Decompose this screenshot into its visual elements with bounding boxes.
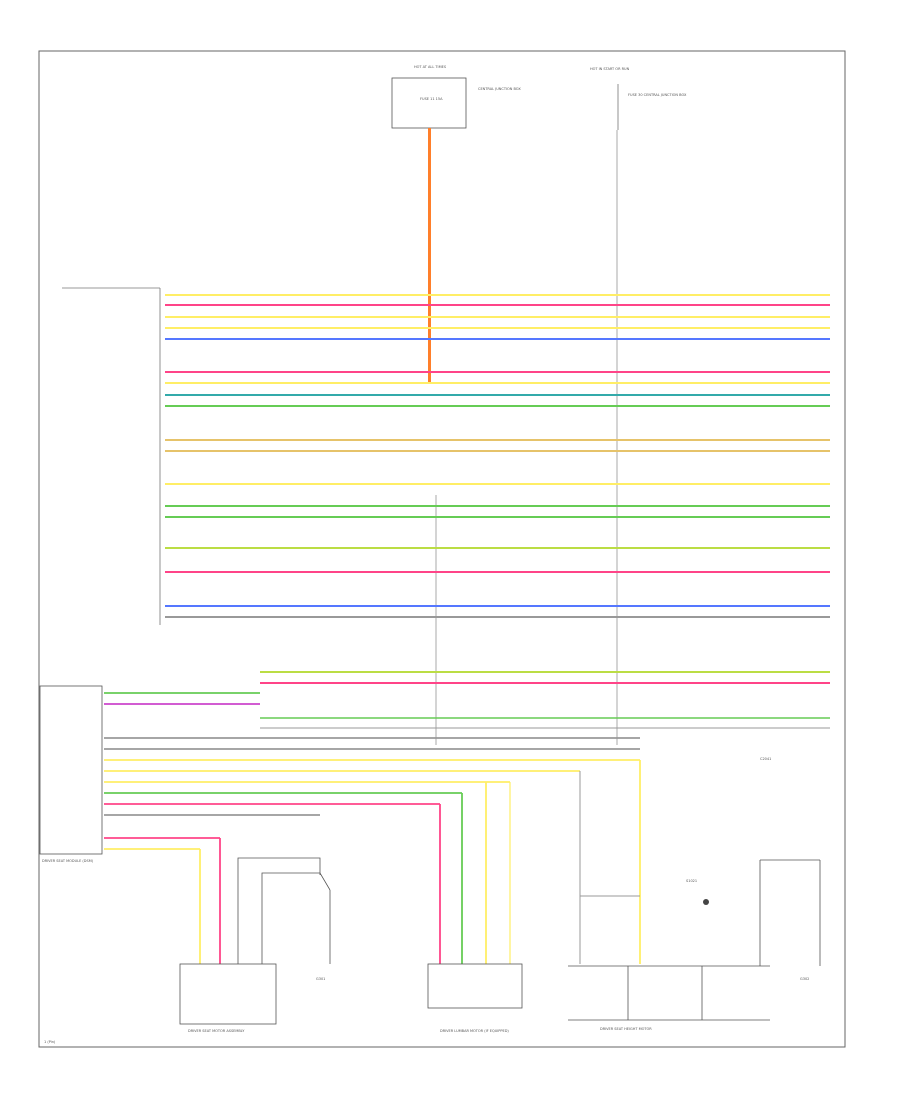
fuse-box: HOT AT ALL TIMES FUSE 11 15A CENTRAL JUN… xyxy=(391,65,521,129)
splice-label: S1021 xyxy=(686,879,697,883)
footer-code: 1 (Pin) xyxy=(44,1040,56,1044)
motor-label-3: DRIVER SEAT HEIGHT MOTOR xyxy=(600,1027,652,1031)
module-wires xyxy=(104,692,641,964)
fuse-label: FUSE 11 15A xyxy=(420,97,443,101)
motor-label-2: DRIVER LUMBAR MOTOR (IF EQUIPPED) xyxy=(440,1029,509,1033)
ground-label-2: G302 xyxy=(800,977,809,981)
ground-label-1: G301 xyxy=(316,977,325,981)
fuse-box-note: CENTRAL JUNCTION BOX xyxy=(478,87,521,91)
connector-label: C2041 xyxy=(760,757,771,761)
lumbar-motor: DRIVER LUMBAR MOTOR (IF EQUIPPED) xyxy=(427,963,523,1033)
right-fuse-title: HOT IN START OR RUN xyxy=(590,67,630,71)
height-motor: DRIVER SEAT HEIGHT MOTOR G302 S1021 xyxy=(568,859,821,1031)
motor-label-1: DRIVER SEAT MOTOR ASSEMBLY xyxy=(188,1029,245,1033)
module-label: DRIVER SEAT MODULE (DSM) xyxy=(42,859,94,863)
feed-wire-orange xyxy=(428,128,431,382)
wire-harness xyxy=(165,294,830,729)
driver-seat-module: DRIVER SEAT MODULE (DSM) xyxy=(39,685,103,863)
seat-motor-assembly: DRIVER SEAT MOTOR ASSEMBLY G301 xyxy=(179,857,331,1033)
right-fuse-note: FUSE 30 CENTRAL JUNCTION BOX xyxy=(628,93,687,97)
diagram-border xyxy=(38,50,846,1048)
fuse-box-title: HOT AT ALL TIMES xyxy=(414,65,447,69)
right-fuse: HOT IN START OR RUN FUSE 30 CENTRAL JUNC… xyxy=(590,67,687,130)
